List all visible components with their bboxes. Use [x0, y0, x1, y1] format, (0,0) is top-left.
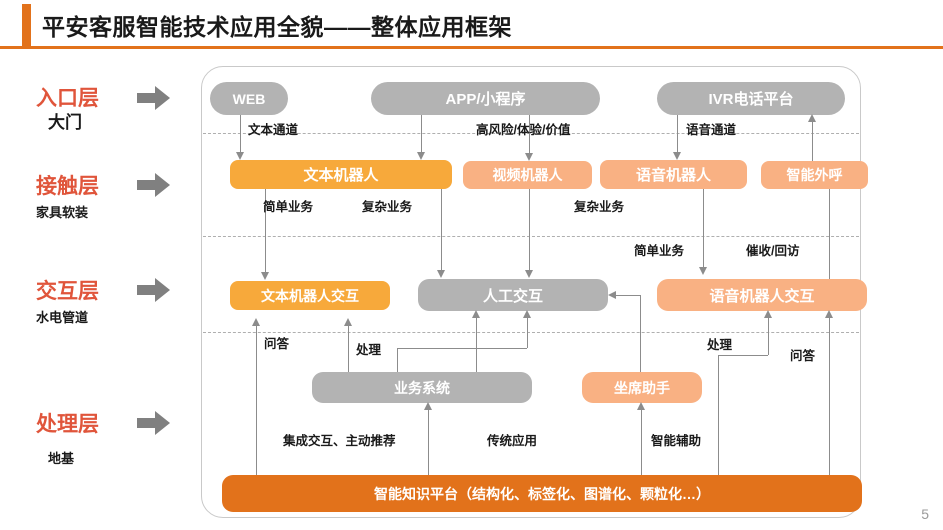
edge-label-smart-assist: 智能辅助 [651, 434, 702, 448]
edge-label-simple-business-2: 简单业务 [634, 244, 685, 258]
arrowhead-knowledge-to-assistant [636, 402, 645, 410]
page-number: 5 [921, 506, 929, 522]
arrowhead-knowledge-to-business [423, 402, 432, 410]
edge-label-simple-business-1: 简单业务 [263, 200, 314, 214]
connector-knowledge-to-text-interaction [256, 326, 257, 475]
arrowhead-business-to-text-interaction [343, 318, 352, 326]
arrowhead-text-robot-to-text-interaction [260, 272, 269, 280]
right-arrow-icon-entry [137, 86, 170, 110]
arrowhead-app-to-video-robot [524, 153, 533, 161]
node-smart-outbound[interactable]: 智能外呼 [761, 161, 868, 189]
node-text-robot[interactable]: 文本机器人 [230, 160, 452, 189]
connector-text-robot-to-text-interaction [265, 189, 266, 272]
connector-text-robot-to-human [441, 189, 442, 270]
edge-label-process-left: 处理 [356, 343, 382, 357]
arrowhead-video-robot-to-human [524, 270, 533, 278]
connector-assistant-riser [640, 295, 641, 372]
arrowhead-outbound-to-ivr [807, 114, 816, 122]
arrowhead-business-to-human [471, 310, 480, 318]
connector-ivr-to-voice-robot [677, 115, 678, 152]
connector-knowledge-to-business [428, 410, 429, 475]
node-voice-robot-interaction[interactable]: 语音机器人交互 [657, 279, 867, 311]
layer-label-entry: 入口层 [36, 87, 99, 110]
edge-label-traditional-app: 传统应用 [487, 434, 538, 448]
connector-business-elbow-vertical [397, 348, 398, 372]
edge-label-complex-business-1: 复杂业务 [362, 200, 413, 214]
title-accent-bar [22, 4, 31, 46]
title-underline-rule [0, 46, 943, 49]
arrowhead-knowledge-to-text-interaction [251, 318, 260, 326]
arrowhead-process-right [763, 310, 772, 318]
connector-web-to-text-robot [240, 115, 241, 152]
connector-business-elbow-riser [527, 318, 528, 348]
arrowhead-knowledge-to-voice-interaction [824, 310, 833, 318]
connector-knowledge-to-voice-interaction [829, 318, 830, 475]
connector-assistant-to-human-horizontal [616, 295, 640, 296]
edge-label-voice-channel: 语音通道 [686, 123, 737, 137]
right-arrow-icon-contact [137, 173, 170, 197]
edge-label-text-channel: 文本通道 [248, 123, 299, 137]
arrowhead-app-to-text-robot [416, 152, 425, 160]
separator-entry-contact [203, 133, 859, 134]
connector-outbound-to-ivr [812, 122, 813, 161]
connector-process-right-vertical [718, 355, 719, 475]
layer-sublabel-processing: 地基 [48, 451, 75, 466]
right-arrow-icon-interaction [137, 278, 170, 302]
layer-sublabel-entry: 大门 [48, 113, 82, 132]
arrowhead-assistant-to-human [608, 290, 616, 299]
node-ivr-platform[interactable]: IVR电话平台 [657, 82, 845, 115]
connector-business-to-human [476, 318, 477, 372]
layer-sublabel-interaction: 水电管道 [36, 310, 89, 325]
node-business-system[interactable]: 业务系统 [312, 372, 532, 403]
edge-label-qa-right: 问答 [790, 349, 816, 363]
connector-voice-robot-to-voice-interaction [703, 189, 704, 267]
connector-business-to-text-interaction [348, 326, 349, 372]
edge-label-high-risk: 高风险/体验/价值 [476, 123, 571, 137]
layer-label-contact: 接触层 [36, 175, 99, 198]
connector-process-right-riser [768, 318, 769, 355]
node-human-interaction[interactable]: 人工交互 [418, 279, 608, 311]
connector-business-elbow-horizontal [397, 348, 527, 349]
edge-label-qa-left: 问答 [264, 337, 290, 351]
edge-label-collection-revisit: 催收/回访 [746, 244, 800, 258]
arrowhead-web-to-text-robot [235, 152, 244, 160]
node-app-miniprogram[interactable]: APP/小程序 [371, 82, 600, 115]
node-knowledge-platform[interactable]: 智能知识平台（结构化、标签化、图谱化、颗粒化…） [222, 475, 862, 512]
arrowhead-voice-robot-to-voice-interaction [698, 267, 707, 275]
arrowhead-text-robot-to-human [436, 270, 445, 278]
connector-app-to-video-robot [529, 115, 530, 153]
layer-sublabel-contact: 家具软装 [36, 205, 89, 220]
arrowhead-ivr-to-voice-robot [672, 152, 681, 160]
layer-label-interaction: 交互层 [36, 280, 99, 303]
node-video-robot[interactable]: 视频机器人 [463, 161, 592, 189]
separator-interaction-process [203, 332, 859, 333]
arrowhead-business-elbow [522, 310, 531, 318]
edge-label-process-right: 处理 [707, 338, 733, 352]
node-web[interactable]: WEB [210, 82, 288, 115]
separator-contact-interaction [203, 236, 859, 237]
connector-video-robot-to-human [529, 189, 530, 270]
edge-label-integrated-interaction: 集成交互、主动推荐 [283, 434, 396, 448]
connector-knowledge-to-assistant [641, 410, 642, 475]
layer-label-processing: 处理层 [36, 413, 99, 436]
connector-process-right-horizontal [718, 355, 768, 356]
node-text-robot-interaction[interactable]: 文本机器人交互 [230, 281, 390, 310]
right-arrow-icon-processing [137, 411, 170, 435]
page-title: 平安客服智能技术应用全貌——整体应用框架 [42, 14, 512, 40]
node-agent-assistant[interactable]: 坐席助手 [582, 372, 702, 403]
connector-app-to-text-robot [421, 115, 422, 152]
connector-outbound-to-voice-interaction [829, 189, 830, 279]
node-voice-robot[interactable]: 语音机器人 [600, 160, 747, 189]
edge-label-complex-business-2: 复杂业务 [574, 200, 625, 214]
